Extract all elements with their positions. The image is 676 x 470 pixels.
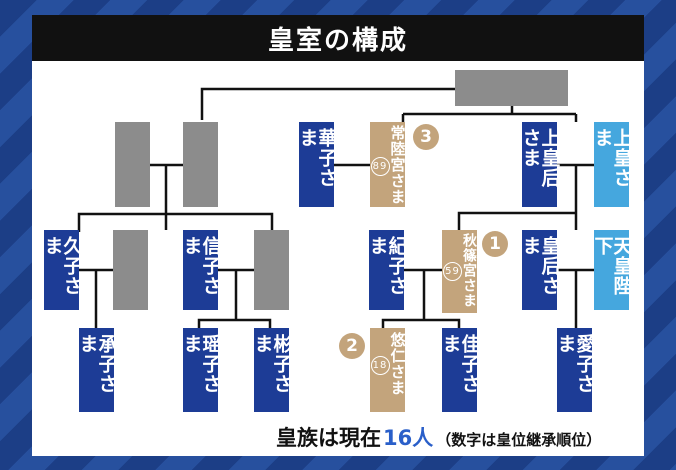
member-kako-label: 佳子さま	[439, 334, 481, 394]
member-emperor-emeritus: 上皇さま	[591, 122, 633, 207]
member-akiko-label: 彬子さま	[251, 334, 293, 394]
member-emperor-label: 天皇陛下	[591, 236, 633, 296]
member-empress-emerita-label: 上皇后さま	[519, 128, 561, 188]
footer-note: （数字は皇位継承順位）	[436, 431, 602, 449]
succession-badge-2: 2	[339, 333, 365, 359]
member-hisahito-label: 悠仁さま	[388, 332, 407, 396]
member-nobuko: 信子さま	[180, 230, 222, 310]
gray-placeholder-root	[455, 70, 568, 106]
succession-badge-1: 1	[482, 231, 508, 257]
member-akishino: 秋篠宮さま 59	[442, 230, 477, 313]
member-kiko: 紀子さま	[366, 230, 408, 310]
member-nobuko-label: 信子さま	[180, 236, 222, 296]
member-emperor: 天皇陛下	[591, 230, 633, 310]
gray-placeholder-hisako-spouse	[113, 230, 148, 310]
gray-placeholder-grandparent-left	[115, 122, 150, 207]
member-empress-emerita: 上皇后さま	[519, 122, 561, 207]
gray-placeholder-grandparent-right	[183, 122, 218, 207]
member-kako: 佳子さま	[439, 328, 481, 412]
succession-rank-akishino: 59	[443, 262, 462, 281]
member-hisahito: 悠仁さま 18	[370, 328, 407, 412]
member-tsuguko-label: 承子さま	[76, 334, 118, 394]
succession-rank-hitachi: 89	[370, 156, 390, 176]
member-akishino-label: 秋篠宮さま	[461, 233, 477, 308]
member-hitachi: 常陸宮さま 89	[370, 122, 407, 207]
member-aiko: 愛子さま	[554, 328, 596, 412]
member-tsuguko: 承子さま	[76, 328, 118, 412]
page-title: 皇室の構成	[32, 15, 644, 61]
gray-placeholder-nobuko-spouse	[254, 230, 289, 310]
succession-badge-3: 3	[413, 124, 439, 150]
member-aiko-label: 愛子さま	[554, 334, 596, 394]
footer-caption: 皇族は現在 16人 （数字は皇位継承順位）	[276, 422, 601, 454]
member-hisako-label: 久子さま	[41, 236, 83, 296]
succession-rank-hisahito: 18	[370, 355, 390, 375]
footer-prefix: 皇族は現在	[276, 426, 381, 450]
member-akiko: 彬子さま	[251, 328, 293, 412]
member-hanako-label: 華子さま	[296, 128, 338, 188]
member-hanako: 華子さま	[296, 122, 338, 207]
member-hisako: 久子さま	[41, 230, 83, 310]
member-empress-label: 皇后さま	[519, 236, 561, 296]
footer-count: 16人	[383, 426, 434, 450]
member-yoko-label: 瑶子さま	[180, 334, 222, 394]
member-hitachi-label: 常陸宮さま	[388, 125, 407, 205]
member-emperor-emeritus-label: 上皇さま	[591, 128, 633, 188]
member-empress: 皇后さま	[519, 230, 561, 310]
member-yoko: 瑶子さま	[180, 328, 222, 412]
member-kiko-label: 紀子さま	[366, 236, 408, 296]
